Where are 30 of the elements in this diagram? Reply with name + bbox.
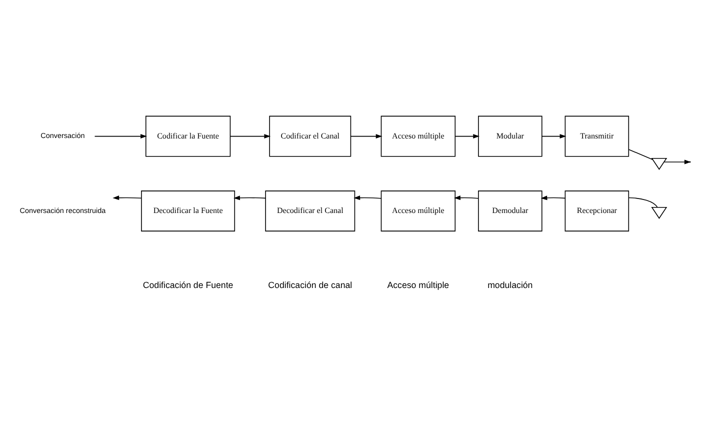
arrow [454, 134, 480, 138]
node-box: Codificar el Canal [269, 115, 352, 156]
label: Acceso múltiple [387, 279, 450, 290]
node-box: Codificar la Fuente [145, 115, 231, 156]
label: Codificación de canal [268, 279, 352, 290]
arrow [234, 195, 266, 200]
node-triangle [651, 206, 668, 218]
node-box: Demodular [478, 190, 542, 231]
node-text: Conversación reconstruida [20, 205, 106, 214]
connector [628, 196, 658, 208]
node-text: Conversación [40, 130, 85, 140]
node-box: Acceso múltiple [380, 190, 456, 231]
node-box: Modular [478, 115, 542, 156]
arrow [350, 134, 382, 138]
node-triangle [651, 157, 668, 170]
arrow [94, 134, 147, 138]
arrow [112, 195, 142, 200]
arrow [354, 195, 382, 200]
connector [628, 148, 654, 160]
label: modulación [488, 279, 533, 290]
node-box: Recepcionar [564, 190, 630, 231]
arrow [542, 134, 566, 138]
node-box: Transmitir [564, 115, 630, 156]
arrow [230, 134, 271, 138]
node-box: Decodificar el Canal [265, 190, 356, 231]
arrow [540, 195, 566, 200]
node-box: Acceso múltiple [380, 115, 456, 156]
label: Codificación de Fuente [142, 279, 234, 290]
arrow [454, 195, 479, 200]
node-box: Decodificar la Fuente [141, 190, 236, 231]
